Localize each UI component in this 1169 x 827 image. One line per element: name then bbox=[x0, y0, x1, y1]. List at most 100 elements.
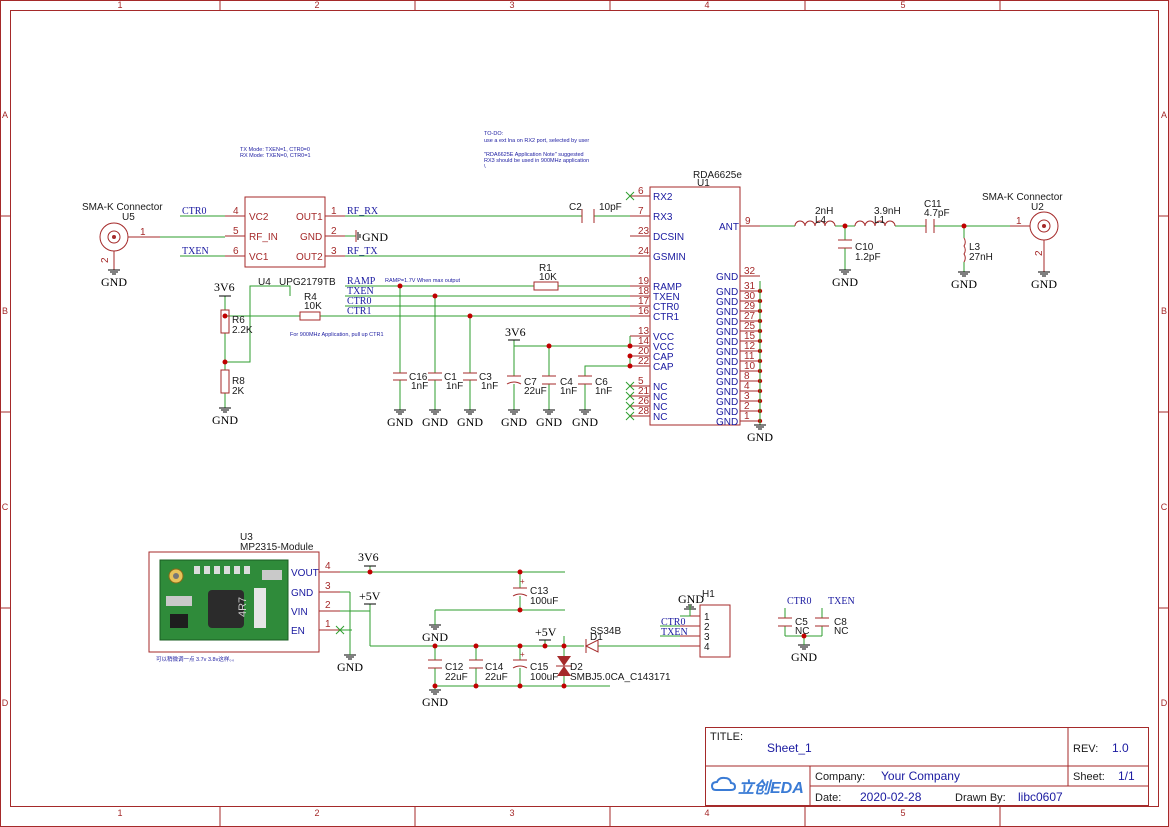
gnd-label: GND bbox=[422, 695, 448, 709]
u1-left-pin-name: CAP bbox=[653, 352, 674, 363]
u1-left-pin-name: NC bbox=[653, 382, 667, 393]
d2-tvs: D2 SMBJ5.0CA_C143171 bbox=[556, 656, 671, 683]
u1-right-pin-num: 27 bbox=[744, 311, 756, 322]
u2-title: SMA-K Connector bbox=[982, 192, 1063, 203]
u1-right-pin-name: GND bbox=[716, 337, 738, 348]
c3-value: 1nF bbox=[481, 381, 498, 392]
u1-left-pin-num: 19 bbox=[638, 276, 650, 287]
c6-value: 1nF bbox=[595, 386, 612, 397]
c8-ref: C8 bbox=[834, 617, 847, 628]
note-rx-mode: RX Mode: TXEN=0, CTR0=1 bbox=[240, 153, 311, 159]
tb-date: 2020-02-28 bbox=[860, 790, 922, 804]
u4-pin3-num: 3 bbox=[331, 246, 337, 257]
u5-ref: U5 bbox=[122, 212, 135, 223]
c10-value: 1.2pF bbox=[855, 252, 881, 263]
tb-title: Sheet_1 bbox=[767, 741, 812, 755]
u5-title: SMA-K Connector bbox=[82, 202, 163, 213]
tb-rev: 1.0 bbox=[1112, 741, 1129, 755]
u1-right-pin-name: GND bbox=[716, 417, 738, 428]
tb-drawn-label: Drawn By: bbox=[955, 792, 1006, 804]
power-3v6-left: 3V6 bbox=[214, 280, 235, 297]
tb-sheet: 1/1 bbox=[1118, 769, 1135, 783]
u1-left-pin-num: 21 bbox=[638, 386, 650, 397]
u3-pin-name: EN bbox=[291, 626, 305, 637]
u1-right-pin-num: 12 bbox=[744, 341, 756, 352]
c7-capacitor: C7 22uF bbox=[506, 375, 547, 397]
gnd-label: GND bbox=[572, 415, 598, 429]
tb-company-label: Company: bbox=[815, 771, 865, 783]
u1-left-pin-num: 20 bbox=[638, 346, 650, 357]
c10-ref: C10 bbox=[855, 242, 874, 253]
c2-capacitor: C2 10pF bbox=[569, 202, 622, 223]
u1-left-pin-name: CAP bbox=[653, 362, 674, 373]
lceda-logo-text: 立创EDA bbox=[738, 779, 804, 797]
u5-sma-connector: SMA-K Connector U5 1 2 bbox=[82, 202, 163, 270]
u3-pin-num: 3 bbox=[325, 581, 331, 592]
c5-capacitor: C5 NC bbox=[778, 617, 809, 637]
gnd-symbol: GND bbox=[501, 409, 527, 429]
r8-resistor: R8 2K bbox=[220, 369, 245, 397]
gnd-label: GND bbox=[832, 275, 858, 289]
note-tx-mode: TX Mode: TXEN=1, CTR0=0 bbox=[240, 147, 310, 153]
svg-text:+: + bbox=[520, 577, 525, 586]
c12-ref: C12 bbox=[445, 662, 464, 673]
c13-value: 100uF bbox=[530, 596, 558, 607]
u1-right-pin-name: GND bbox=[716, 317, 738, 328]
u4-out1: OUT1 bbox=[296, 212, 323, 223]
c12-value: 22uF bbox=[445, 672, 468, 683]
u4-rf-in: RF_IN bbox=[249, 232, 278, 243]
u1-right-pin-name: GND bbox=[716, 377, 738, 388]
c11-ref: C11 bbox=[924, 199, 942, 210]
net-txen-c8: TXEN bbox=[828, 596, 855, 607]
u1-left-pin-num: 16 bbox=[638, 306, 650, 317]
c5-ref: C5 bbox=[795, 617, 808, 628]
net-ctr0: CTR0 bbox=[347, 296, 371, 307]
u1-left-pin-name: RAMP bbox=[653, 282, 682, 293]
r6-ref: R6 bbox=[232, 315, 245, 326]
u1-left-pin-name: RX2 bbox=[653, 192, 673, 203]
c3-capacitor: C3 1nF bbox=[463, 372, 498, 392]
u1-pa-chip: RDA6625e U1 6RX27RX323DCSIN24GSMIN19RAMP… bbox=[630, 170, 763, 428]
l1-value: 3.9nH bbox=[874, 206, 901, 217]
r6-value: 2.2K bbox=[232, 325, 253, 336]
gnd-symbol: GND bbox=[951, 271, 977, 291]
u1-right-pin-num: 8 bbox=[744, 371, 750, 382]
gnd-symbol: GND bbox=[422, 689, 448, 709]
u4-gnd-label: GND bbox=[362, 230, 388, 244]
gnd-symbol: GND bbox=[536, 409, 562, 429]
c3-ref: C3 bbox=[479, 372, 492, 383]
note-pullup: For 900MHz Application, pull up CTR1 bbox=[290, 332, 384, 338]
net-ramp: RAMP bbox=[347, 276, 376, 287]
c1-value: 1nF bbox=[446, 381, 463, 392]
gnd-symbol: GND bbox=[212, 407, 238, 427]
lceda-logo-icon: 立创EDA bbox=[710, 776, 804, 797]
note-ramp: RAMP=1.7V When max output bbox=[385, 278, 461, 284]
col-label-bottom-5: 5 bbox=[900, 808, 905, 818]
u1-left-pin-num: 24 bbox=[638, 246, 650, 257]
v36-label-bottom: 3V6 bbox=[358, 550, 379, 564]
u1-left-pin-name: NC bbox=[653, 392, 667, 403]
v36-label-left: 3V6 bbox=[214, 280, 235, 294]
net-ctr1: CTR1 bbox=[347, 306, 371, 317]
gnd-symbol: GND bbox=[572, 409, 598, 429]
c4-capacitor: C4 1nF bbox=[542, 375, 577, 397]
net-rf-rx: RF_RX bbox=[347, 206, 379, 217]
u1-right-pin-name: GND bbox=[716, 387, 738, 398]
gnd-symbol: GND bbox=[832, 269, 858, 289]
u1-left-pin-num: 6 bbox=[638, 186, 644, 197]
u1-right-pin-num: 25 bbox=[744, 321, 756, 332]
c11-value: 4.7pF bbox=[924, 208, 950, 219]
c8-capacitor: C8 NC bbox=[815, 617, 848, 637]
u1-left-pin-num: 5 bbox=[638, 376, 644, 387]
u3-pin-num: 2 bbox=[325, 600, 331, 611]
u1-left-pin-num: 14 bbox=[638, 336, 650, 347]
u1-left-pin-name: NC bbox=[653, 402, 667, 413]
net-txen-u4: TXEN bbox=[182, 246, 209, 257]
gnd-label: GND bbox=[457, 415, 483, 429]
c13-capacitor: + C13 100uF bbox=[512, 577, 558, 607]
c11-capacitor: C11 4.7pF bbox=[924, 199, 950, 233]
c15-ref: C15 bbox=[530, 662, 549, 673]
col-label-top-4: 4 bbox=[704, 0, 709, 10]
u1-left-pin-num: 7 bbox=[638, 206, 644, 217]
note-todo-line4: RX3 should be used in 900MHz application bbox=[484, 158, 589, 164]
